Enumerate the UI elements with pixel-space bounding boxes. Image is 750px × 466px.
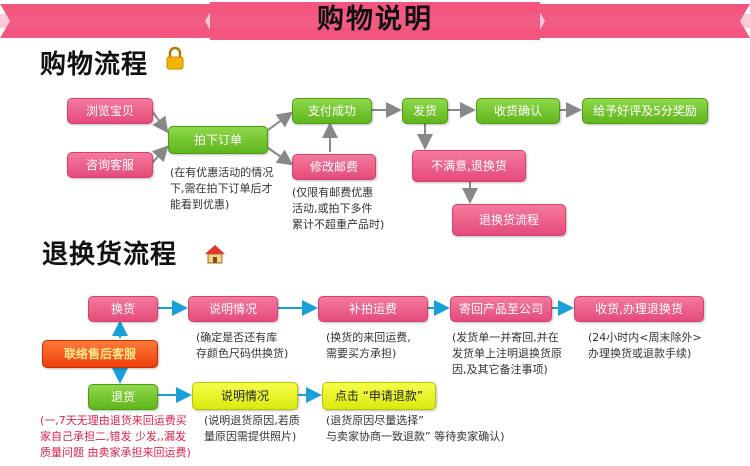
refund-box: 退货 — [88, 384, 158, 410]
apply-note: (退货原因尽量选择”与卖家协商一致退款” 等待卖家确认) — [326, 414, 505, 443]
contact-service-box: 联络售后客服 — [42, 340, 158, 368]
review-box: 给予好评及5分奖励 — [582, 98, 708, 124]
banner-title: 购物说明 — [317, 4, 433, 35]
unsatisfied-box: 不满意,退换货 — [412, 150, 526, 182]
send-back-note: (发货单一并寄回,并在发货单上注明退换货原因,及其它备注事项) — [452, 331, 562, 376]
apply-refund-box: 点击 “申请退款” — [322, 382, 436, 410]
receive-note: (24小时内<周末除外>办理换货或退款手续) — [588, 331, 702, 360]
explain2-box: 说明情况 — [192, 382, 298, 410]
explain1-box: 说明情况 — [188, 296, 278, 322]
order-note: (在有优惠活动的情况下,需在拍下订单后才能看到优惠) — [170, 166, 274, 211]
modify-postage-box: 修改邮费 — [292, 154, 376, 180]
paid-box: 支付成功 — [292, 98, 372, 124]
send-back-box: 寄回产品至公司 — [450, 296, 552, 322]
repay-note: (换货的来回运费,需要买方承担) — [326, 331, 411, 360]
confirm-box: 收货确认 — [476, 98, 560, 124]
repay-shipping-box: 补拍运费 — [318, 296, 428, 322]
return-flow-title: 退换货流程 — [42, 240, 178, 270]
explain2-note: (说明退货原因,若质量原因需提供照片) — [204, 414, 300, 443]
lock-icon — [166, 46, 184, 70]
return-flow-box: 退换货流程 — [452, 204, 566, 236]
ship-box: 发货 — [402, 98, 448, 124]
browse-box: 浏览宝贝 — [67, 98, 153, 124]
refund-note: (一,7天无理由退货来回运费买家自己承担二,错发 少发,,漏发质量问题 由卖家承… — [40, 414, 191, 459]
exchange-box: 换货 — [88, 296, 158, 322]
house-icon — [205, 245, 225, 264]
postage-note: (仅限有邮费优惠活动,或拍下多件累计不超重产品时) — [292, 186, 385, 231]
shopping-flow-title: 购物流程 — [40, 50, 149, 80]
receive-box: 收货,办理退换货 — [574, 296, 704, 322]
order-box: 拍下订单 — [168, 126, 268, 154]
explain1-note: (确定是否还有库存颜色尺码供换货) — [196, 331, 289, 360]
consult-box: 咨询客服 — [67, 152, 153, 178]
banner-ribbon — [0, 2, 750, 40]
